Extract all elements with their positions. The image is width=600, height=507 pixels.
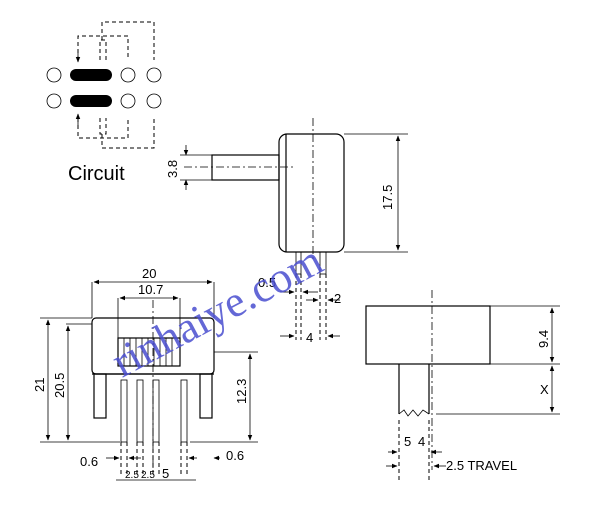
circuit-label: Circuit — [68, 163, 125, 185]
dim-pitch-c: 5 — [162, 466, 169, 481]
dim-length: 20 — [142, 266, 156, 281]
front-view: 20 10.7 21 20.5 12.3 0.6 0.6 2.5 2.5 5 — [32, 266, 258, 481]
dim-shaft-dia: 3.8 — [165, 160, 180, 178]
dim-pin-span: 4 — [306, 330, 313, 345]
watermark-text: rinhaiye.com — [104, 235, 331, 387]
dim-detail-4: 4 — [418, 434, 425, 449]
dim-pitch-a: 2.5 — [125, 470, 139, 481]
dim-pin-height: 12.3 — [234, 379, 249, 404]
dim-body-height: 20.5 — [52, 373, 67, 398]
dim-pin-thickness-left: 0.6 — [80, 454, 98, 469]
contact-bridge-top — [70, 69, 112, 81]
dim-variable-x: X — [540, 382, 549, 397]
contact-bridge-bottom — [70, 95, 112, 107]
dim-detail-height: 9.4 — [536, 330, 551, 348]
circuit-schematic: Circuit — [46, 21, 162, 185]
dim-pin-thickness-right: 0.6 — [226, 448, 244, 463]
dim-detail-5: 5 — [404, 434, 411, 449]
dim-travel: 2.5 TRAVEL — [446, 458, 517, 473]
dim-side-height: 17.5 — [380, 185, 395, 210]
dim-pin-width: 0.5 — [258, 275, 276, 290]
side-view: 3.8 17.5 0.5 2 4 — [165, 118, 408, 345]
dim-actuator-width: 10.7 — [138, 282, 163, 297]
detail-view: 9.4 X 5 4 2.5 TRAVEL — [365, 290, 560, 480]
dim-pitch-b: 2.5 — [141, 470, 155, 481]
dim-total-height: 21 — [32, 378, 47, 392]
dim-pin-gap: 2 — [334, 291, 341, 306]
